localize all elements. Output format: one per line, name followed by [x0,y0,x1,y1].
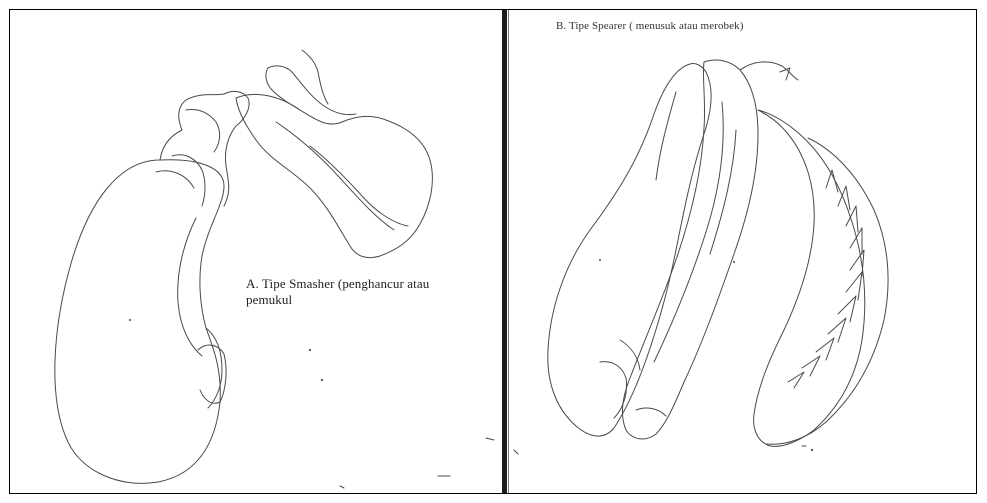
spearer-center-segment [623,60,758,439]
spearer-claw-illustration [508,10,976,493]
spearer-center-inner [654,102,723,362]
smasher-propodus-outline [55,160,224,484]
panel-spearer: B. Tipe Spearer ( menusuk atau merobek) [508,10,976,493]
smasher-dactyl-inner2 [310,146,408,226]
panel-divider [502,10,507,493]
figure-frame: A. Tipe Smasher (penghancur atau pemukul [9,9,977,494]
smasher-caption-line1: A. Tipe Smasher (penghancur atau [246,276,486,292]
spearer-top-spine-tip [780,68,790,80]
spearer-left-edge [656,92,676,180]
smasher-dactyl-edge [302,50,328,104]
smasher-claw-illustration [10,10,503,493]
smasher-propodus-inner [178,218,202,356]
spearer-teeth [788,170,864,388]
smasher-dactyl-tip [268,66,356,115]
spearer-right-segment [754,110,865,446]
smasher-caption: A. Tipe Smasher (penghancur atau pemukul [246,276,486,308]
spearer-caption: B. Tipe Spearer ( menusuk atau merobek) [556,18,916,34]
panel-smasher: A. Tipe Smasher (penghancur atau pemukul [10,10,503,493]
smasher-dactyl-tip2 [266,68,300,110]
spearer-lower-joint2 [620,340,640,370]
smasher-dactyl-inner [276,122,394,230]
smasher-propodus-ridge [206,328,222,408]
spearer-lower-joint3 [636,408,666,416]
smasher-dactyl-outline [236,94,432,257]
smasher-caption-line2: pemukul [246,292,486,308]
smasher-carpus-fold3 [186,110,220,153]
smasher-carpus-fold2 [156,171,194,188]
